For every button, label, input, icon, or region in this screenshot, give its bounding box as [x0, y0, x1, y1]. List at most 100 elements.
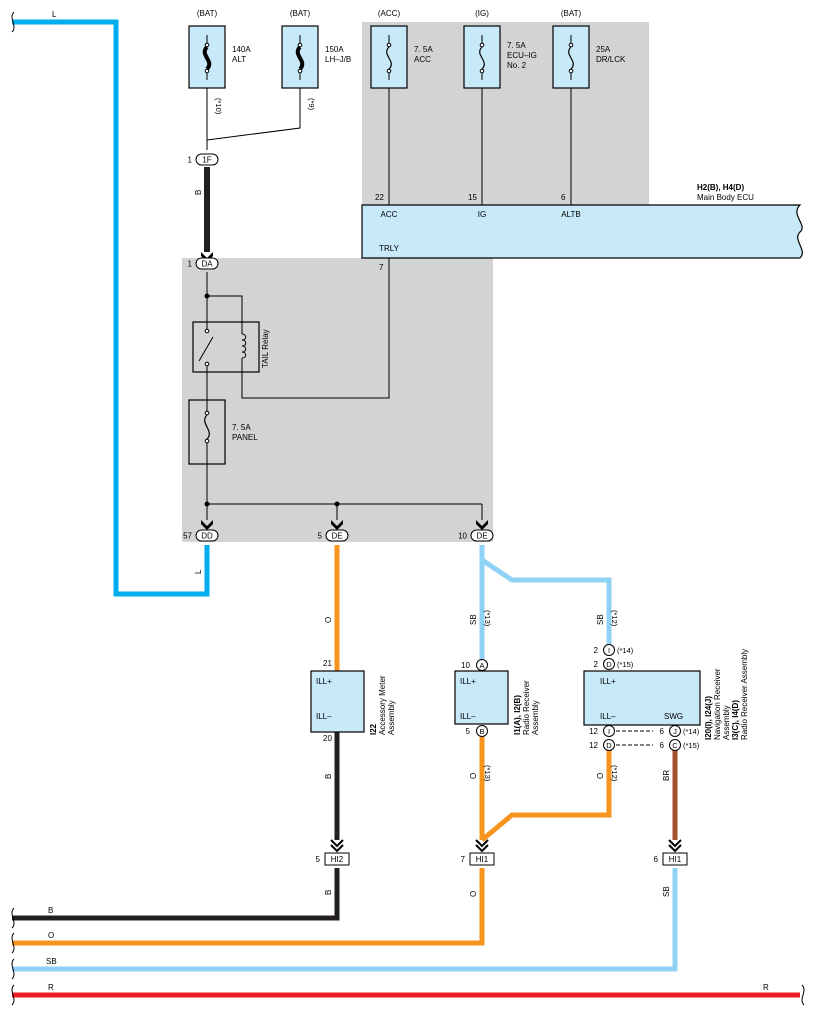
svg-text:I: I [608, 646, 610, 655]
fuse-rating: 140A [232, 45, 251, 54]
svg-text:(*15): (*15) [683, 741, 700, 750]
connector-de-5: DE 5 [318, 520, 349, 542]
svg-text:SB: SB [662, 886, 671, 897]
svg-text:O: O [469, 891, 478, 897]
fuse-name: ECU–IG [507, 51, 537, 60]
junction-block-gray-region [182, 258, 493, 542]
accessory-meter-assembly: ILL+ ILL– 21 20 I22 Accessory Meter Asse… [310, 659, 396, 743]
connector-hi1-6: HI1 6 [654, 839, 688, 866]
ecu-trly-label: TRLY [379, 244, 400, 253]
ecu-pin-num: 6 [561, 193, 566, 202]
svg-text:57: 57 [183, 532, 192, 541]
svg-text:B: B [324, 774, 333, 779]
svg-text:HI1: HI1 [476, 855, 489, 864]
svg-text:1: 1 [188, 156, 193, 165]
thick-wires [12, 19, 800, 998]
svg-text:ILL–: ILL– [316, 712, 332, 721]
fuse-drlck [552, 25, 590, 89]
svg-text:O: O [469, 773, 478, 779]
meter-pin: 21 [323, 659, 332, 668]
fuse-lhjb [281, 25, 319, 89]
svg-text:5: 5 [466, 727, 471, 736]
svg-text:D: D [606, 660, 612, 669]
svg-text:I3(C), I4(D): I3(C), I4(D) [731, 700, 740, 740]
connector-hi2: HI2 5 [316, 839, 350, 866]
svg-text:12: 12 [589, 727, 598, 736]
svg-text:(*14): (*14) [683, 727, 700, 736]
svg-text:1: 1 [188, 260, 193, 269]
wire-l [12, 19, 210, 597]
svg-text:R: R [763, 983, 769, 992]
svg-text:2: 2 [594, 646, 599, 655]
fuse-acc [370, 25, 408, 89]
svg-text:(*14): (*14) [617, 646, 634, 655]
svg-text:ILL–: ILL– [600, 712, 616, 721]
connector-de-10: DE 10 [458, 520, 494, 542]
svg-text:Accessory Meter: Accessory Meter [378, 675, 387, 735]
svg-text:C: C [672, 741, 678, 750]
svg-text:Radio Receiver Assembly: Radio Receiver Assembly [740, 649, 749, 740]
svg-text:O: O [596, 773, 605, 779]
connector-hi1-7: HI1 7 [461, 839, 495, 866]
connector-1f: 1F 1 [188, 153, 219, 166]
panel-fuse-name: PANEL [232, 433, 258, 442]
svg-text:J: J [673, 727, 677, 736]
svg-text:I20(I), I24(J): I20(I), I24(J) [704, 696, 713, 740]
svg-text:DE: DE [331, 532, 342, 541]
svg-text:(*13): (*13) [483, 765, 492, 782]
ecu-gray-region [362, 22, 649, 206]
svg-text:ILL+: ILL+ [316, 677, 332, 686]
svg-text:ILL+: ILL+ [460, 677, 476, 686]
fuse-panel: 7. 5A PANEL [188, 399, 258, 465]
fuse-name: DR/LCK [596, 55, 626, 64]
svg-text:(*12): (*12) [610, 610, 619, 627]
ecu-code: H2(B), H4(D) [697, 183, 744, 192]
svg-text:O: O [324, 617, 333, 623]
main-body-ecu: H2(B), H4(D) Main Body ECU 22 15 6 ACC I… [361, 183, 803, 272]
fuse-source: (BAT) [561, 9, 582, 18]
ecu-pin-label: ACC [381, 210, 398, 219]
fuse-source: (BAT) [290, 9, 311, 18]
connector-dd: DD 57 [183, 520, 219, 542]
svg-text:5: 5 [316, 855, 321, 864]
tail-relay: TAIL Relay [192, 321, 270, 373]
connector-da: DA 1 [188, 252, 219, 270]
wire-sb-nav [480, 557, 612, 645]
svg-text:Assembly: Assembly [387, 700, 396, 735]
svg-text:HI1: HI1 [669, 855, 682, 864]
svg-text:7: 7 [461, 855, 466, 864]
note-label: (*9) [307, 98, 316, 111]
radio-receiver-assembly: ILL+ ILL– A 10 B 5 I1(A), I2(B) Radio Re… [454, 659, 540, 737]
svg-text:SB: SB [46, 957, 57, 966]
svg-text:SWG: SWG [664, 712, 683, 721]
svg-text:Radio Receiver: Radio Receiver [522, 680, 531, 735]
svg-text:B: B [479, 727, 484, 736]
svg-text:DA: DA [201, 260, 213, 269]
ecu-name: Main Body ECU [697, 193, 754, 202]
svg-text:10: 10 [458, 532, 467, 541]
svg-text:ILL–: ILL– [460, 712, 476, 721]
fuse-rating: 7. 5A [414, 45, 433, 54]
svg-text:B: B [194, 190, 203, 195]
svg-text:L: L [194, 569, 203, 574]
svg-text:12: 12 [589, 741, 598, 750]
panel-fuse-rating: 7. 5A [232, 423, 251, 432]
wire-b-bottom [12, 868, 340, 921]
fuse-alt [188, 25, 226, 89]
svg-text:BR: BR [662, 770, 671, 781]
ecu-pin-num: 15 [468, 193, 477, 202]
ecu-trly-num: 7 [379, 263, 384, 272]
fuse-source: (ACC) [378, 9, 401, 18]
fuse-rating: 150A [325, 45, 344, 54]
svg-text:L: L [52, 10, 57, 19]
svg-text:I22: I22 [369, 723, 378, 735]
svg-text:DD: DD [201, 532, 213, 541]
svg-text:5: 5 [318, 532, 323, 541]
fuse-name: LH–J/B [325, 55, 351, 64]
svg-text:B: B [324, 890, 333, 895]
svg-text:1F: 1F [202, 156, 211, 165]
wire-labels: L B L O B B SB (*13) O (*13) O SB (*12) … [46, 10, 769, 992]
svg-text:Navigation Receiver: Navigation Receiver [713, 668, 722, 740]
fuse-name: ALT [232, 55, 246, 64]
